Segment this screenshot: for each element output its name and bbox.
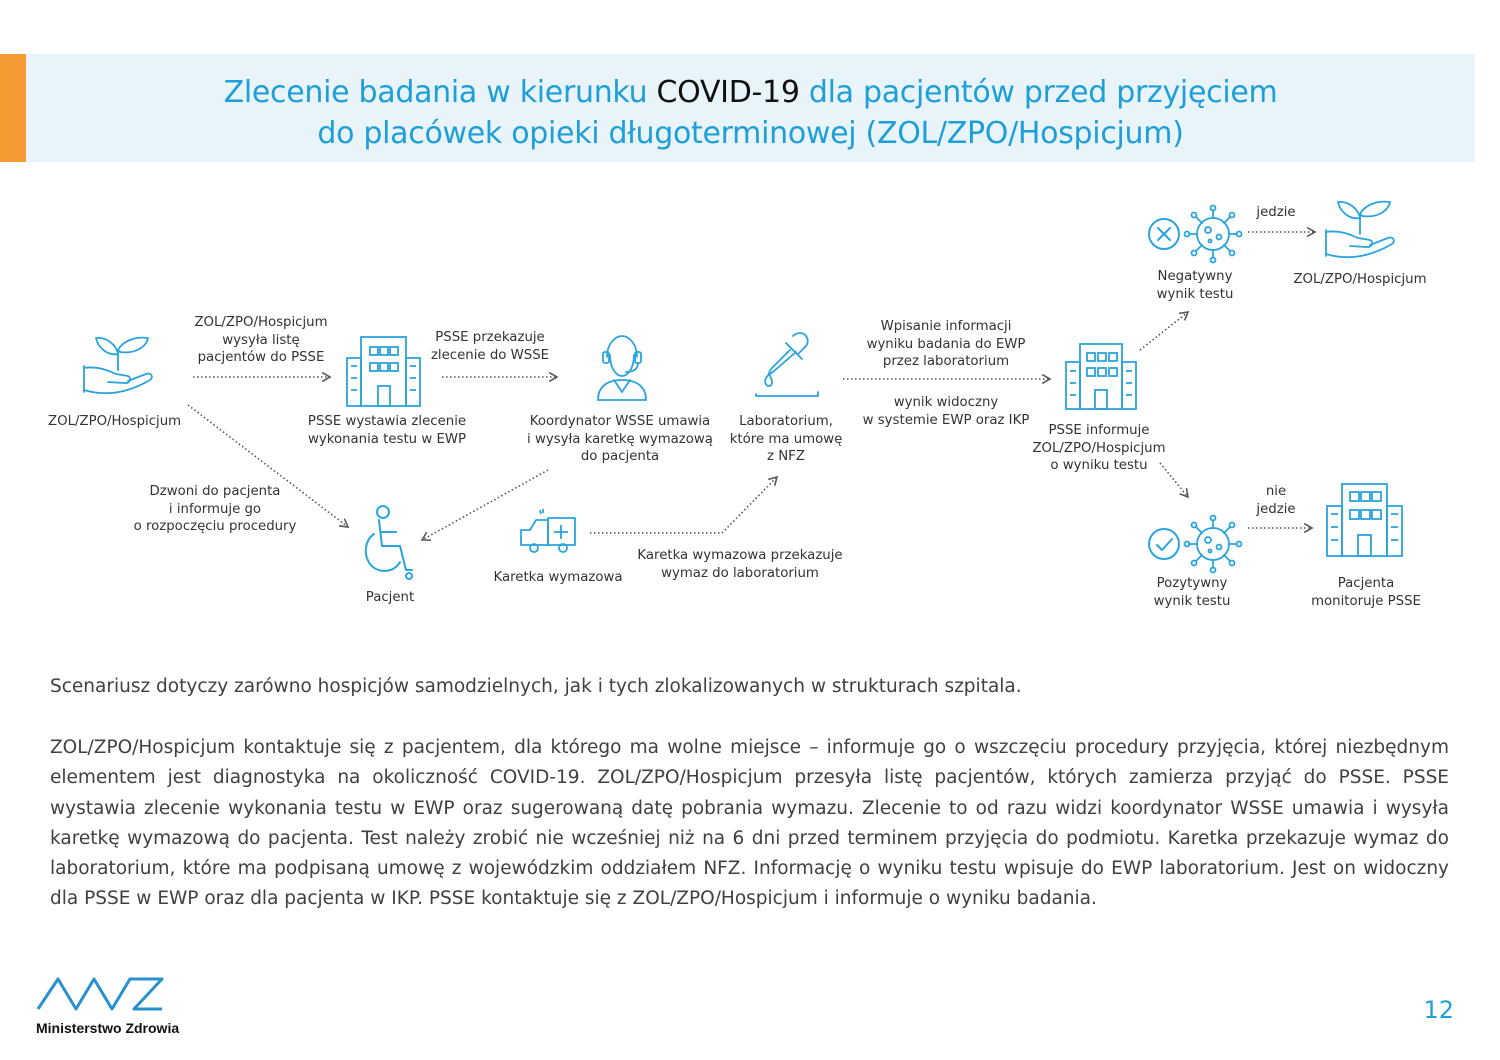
page-number: 12 xyxy=(1423,996,1454,1024)
title-highlight: COVID-19 xyxy=(656,75,800,110)
hand-plant-icon xyxy=(1325,200,1395,259)
paragraph-procedure: ZOL/ZPO/Hospicjum kontaktuje się z pacje… xyxy=(50,737,1449,910)
positive-check-icon xyxy=(1148,528,1180,560)
ambulance-icon xyxy=(520,509,576,553)
node-label-patient: Pacjent xyxy=(365,590,415,605)
virus-icon xyxy=(1183,204,1243,264)
paragraph-scope: Scenariusz dotyczy zarówno hospicjów sam… xyxy=(50,676,1022,697)
title-band: Zlecenie badania w kierunku COVID-19 dla… xyxy=(26,54,1475,162)
title-part1: Zlecenie badania w kierunku xyxy=(223,75,657,110)
building-icon xyxy=(346,336,421,407)
title-line2: do placówek opieki długoterminowej (ZOL/… xyxy=(317,116,1184,151)
node-label-ambulance: Karetka wymazowa xyxy=(493,570,623,585)
edge-label-goes: jedzie xyxy=(1256,205,1296,220)
negative-x-icon xyxy=(1148,218,1180,250)
accent-bar xyxy=(0,54,26,162)
coordinator-headset-icon xyxy=(597,335,647,401)
wheelchair-icon xyxy=(364,505,413,580)
arrow-ambulance-to-lab xyxy=(590,475,779,534)
ministry-logo-icon xyxy=(36,977,164,1011)
page-title: Zlecenie badania w kierunku COVID-19 dla… xyxy=(26,72,1475,154)
hand-plant-icon xyxy=(83,336,153,395)
arrow-zol-to-patient xyxy=(187,404,350,528)
building-icon xyxy=(1326,483,1403,557)
arrow-wsse-to-patient xyxy=(420,469,549,541)
node-label-zol-start: ZOL/ZPO/Hospicjum xyxy=(48,414,182,429)
dropper-icon xyxy=(755,332,819,397)
ministry-logo-text: Ministerstwo Zdrowia xyxy=(36,1020,180,1036)
arrow-psse-to-positive xyxy=(1159,462,1190,499)
arrow-psse-to-negative xyxy=(1139,311,1190,351)
process-diagram xyxy=(83,200,1403,580)
node-label-zol-end: ZOL/ZPO/Hospicjum xyxy=(1293,272,1427,287)
title-part2: dla pacjentów przed przyjęciem xyxy=(799,75,1278,110)
virus-icon xyxy=(1183,514,1243,574)
building-icon xyxy=(1065,343,1137,410)
